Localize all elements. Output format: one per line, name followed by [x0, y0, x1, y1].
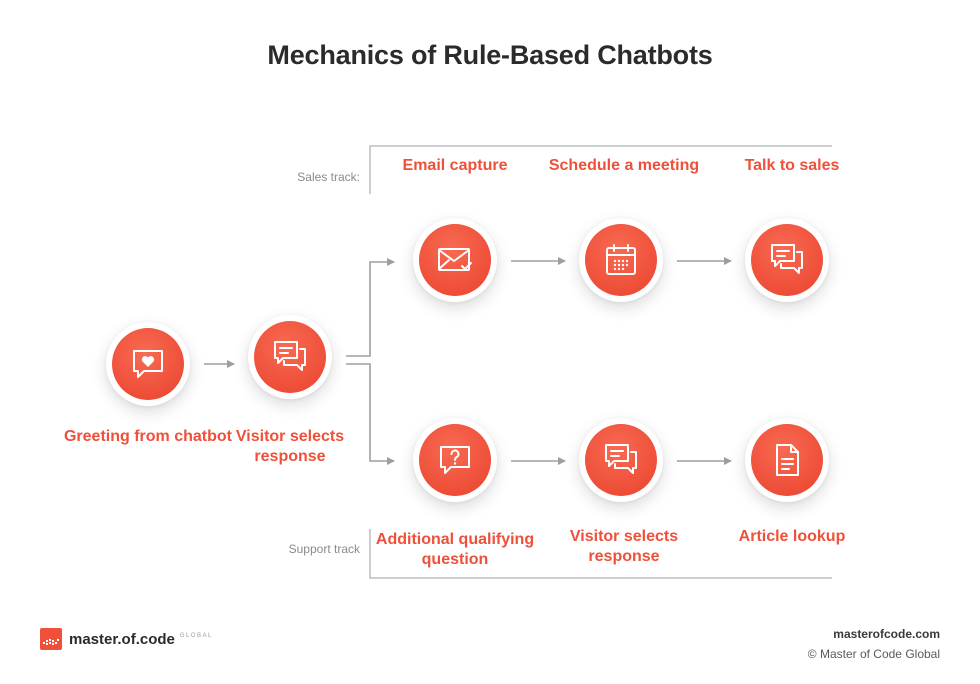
support-track-bracket [369, 529, 832, 579]
envelope-check-icon [438, 248, 472, 271]
node-visitor-selects-2 [579, 418, 663, 502]
node-schedule [579, 218, 663, 302]
footer-info: masterofcode.com © Master of Code Global [808, 624, 940, 664]
node-qualifying [413, 418, 497, 502]
support-track-label: Support track [288, 542, 360, 556]
node-email [413, 218, 497, 302]
chat-heart-icon [133, 350, 163, 378]
footer-copyright: © Master of Code Global [807, 647, 940, 661]
sales-track-bracket [369, 145, 832, 194]
label-greeting: Greeting from chatbot [63, 428, 232, 445]
label-visitor-selects-2: Visitor selects response [569, 528, 679, 565]
node-talk [745, 218, 829, 302]
logo-mark-icon [40, 628, 62, 650]
node-greeting [106, 322, 190, 406]
node-visitor-selects [248, 315, 332, 399]
label-qualifying: Additional qualifying question [375, 531, 535, 568]
node-article [745, 418, 829, 502]
label-email: Email capture [402, 157, 508, 174]
footer-site: masterofcode.com [833, 627, 940, 641]
brand-name: master.of.code [69, 630, 175, 648]
question-bubble-icon [440, 446, 470, 474]
label-schedule: Schedule a meeting [548, 157, 700, 174]
page-title: Mechanics of Rule-Based Chatbots [267, 40, 713, 70]
document-icon [776, 444, 799, 476]
branch-to-sales [346, 258, 395, 357]
sales-track-label: Sales track: [297, 170, 360, 184]
label-talk: Talk to sales [744, 157, 840, 174]
chat-bubbles-icon [274, 341, 306, 371]
brand-subtitle: GLOBAL [179, 633, 213, 639]
chat-bubbles-icon [771, 244, 803, 274]
branch-to-support [346, 363, 395, 465]
label-visitor-selects: Visitor selects response [235, 428, 345, 465]
label-article: Article lookup [738, 528, 846, 545]
brand-logo: master.of.code GLOBAL [40, 628, 213, 650]
chat-bubbles-icon [605, 444, 637, 474]
calendar-icon [606, 244, 636, 275]
